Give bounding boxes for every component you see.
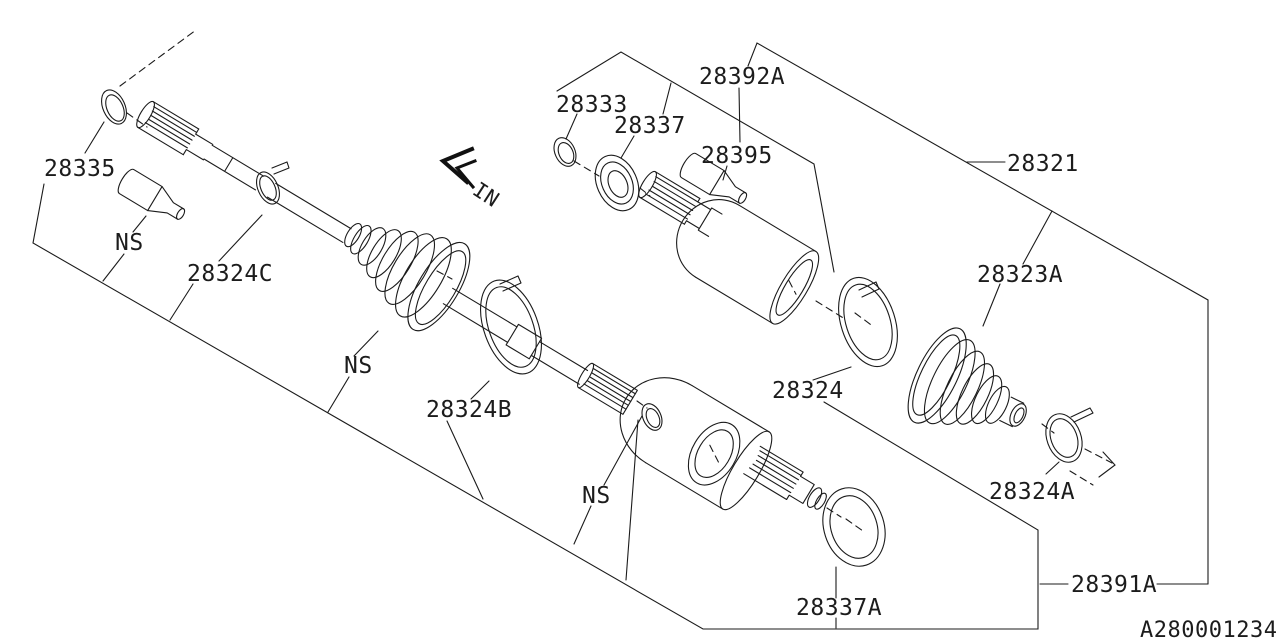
part-label-28337: 28337 (614, 113, 686, 139)
kit-bracket-right (747, 42, 1209, 585)
upper-joint-housing (676, 199, 820, 325)
outer-cv-boot (344, 222, 471, 332)
part-label-28324: 28324 (772, 378, 844, 404)
boot-clamp-28324c (255, 161, 290, 205)
part-label-28321: 28321 (1007, 151, 1079, 177)
leader-lines (84, 82, 1209, 629)
upper-stub-shaft (638, 170, 723, 237)
circlip-28333 (553, 137, 577, 167)
part-label-ns-2: NS (344, 353, 373, 379)
seal-ring-28337a (822, 487, 886, 567)
axle-spline-inner-end (577, 362, 638, 415)
direction-label: IN (469, 177, 504, 211)
kit-bracket-left (32, 183, 1039, 630)
inner-joint-housing (619, 377, 773, 511)
inner-cv-boot-28323a (907, 327, 1027, 428)
part-label-28324b: 28324B (426, 397, 512, 423)
part-label-28337a: 28337A (796, 595, 882, 621)
part-label-ns-1: NS (115, 230, 144, 256)
arrow-icon (439, 146, 475, 185)
part-label-ns-3: NS (582, 483, 611, 509)
part-label-28324a: 28324A (989, 479, 1075, 505)
figure-code: A280001234 (1140, 618, 1277, 640)
seal-28337 (594, 154, 640, 212)
inner-joint-stub-shaft (743, 445, 827, 510)
axle-shaft-middle (442, 287, 589, 385)
part-label-28392a: 28392A (699, 64, 785, 90)
boot-clamp-28324a (1045, 407, 1094, 463)
boot-band-28324b (480, 275, 542, 375)
kit-bracket-inner-joint (556, 51, 835, 273)
axle-shaft-outer (136, 100, 352, 243)
part-label-28333: 28333 (556, 92, 628, 118)
snap-ring-28335 (101, 89, 127, 125)
circlip-inner (641, 403, 663, 431)
part-label-28324c: 28324C (187, 261, 273, 287)
part-label-28391a: 28391A (1071, 572, 1157, 598)
part-labels: 28335 NS 28324C NS 28324B NS 28337A 2833… (44, 64, 1157, 621)
grease-tube-28395 (679, 152, 748, 204)
part-label-28323a: 28323A (977, 262, 1063, 288)
grease-tube-ns-1 (117, 168, 186, 220)
part-label-28395: 28395 (701, 143, 773, 169)
direction-arrow: IN (439, 146, 504, 212)
part-label-28335: 28335 (44, 156, 116, 182)
boot-band-28324 (838, 276, 898, 368)
